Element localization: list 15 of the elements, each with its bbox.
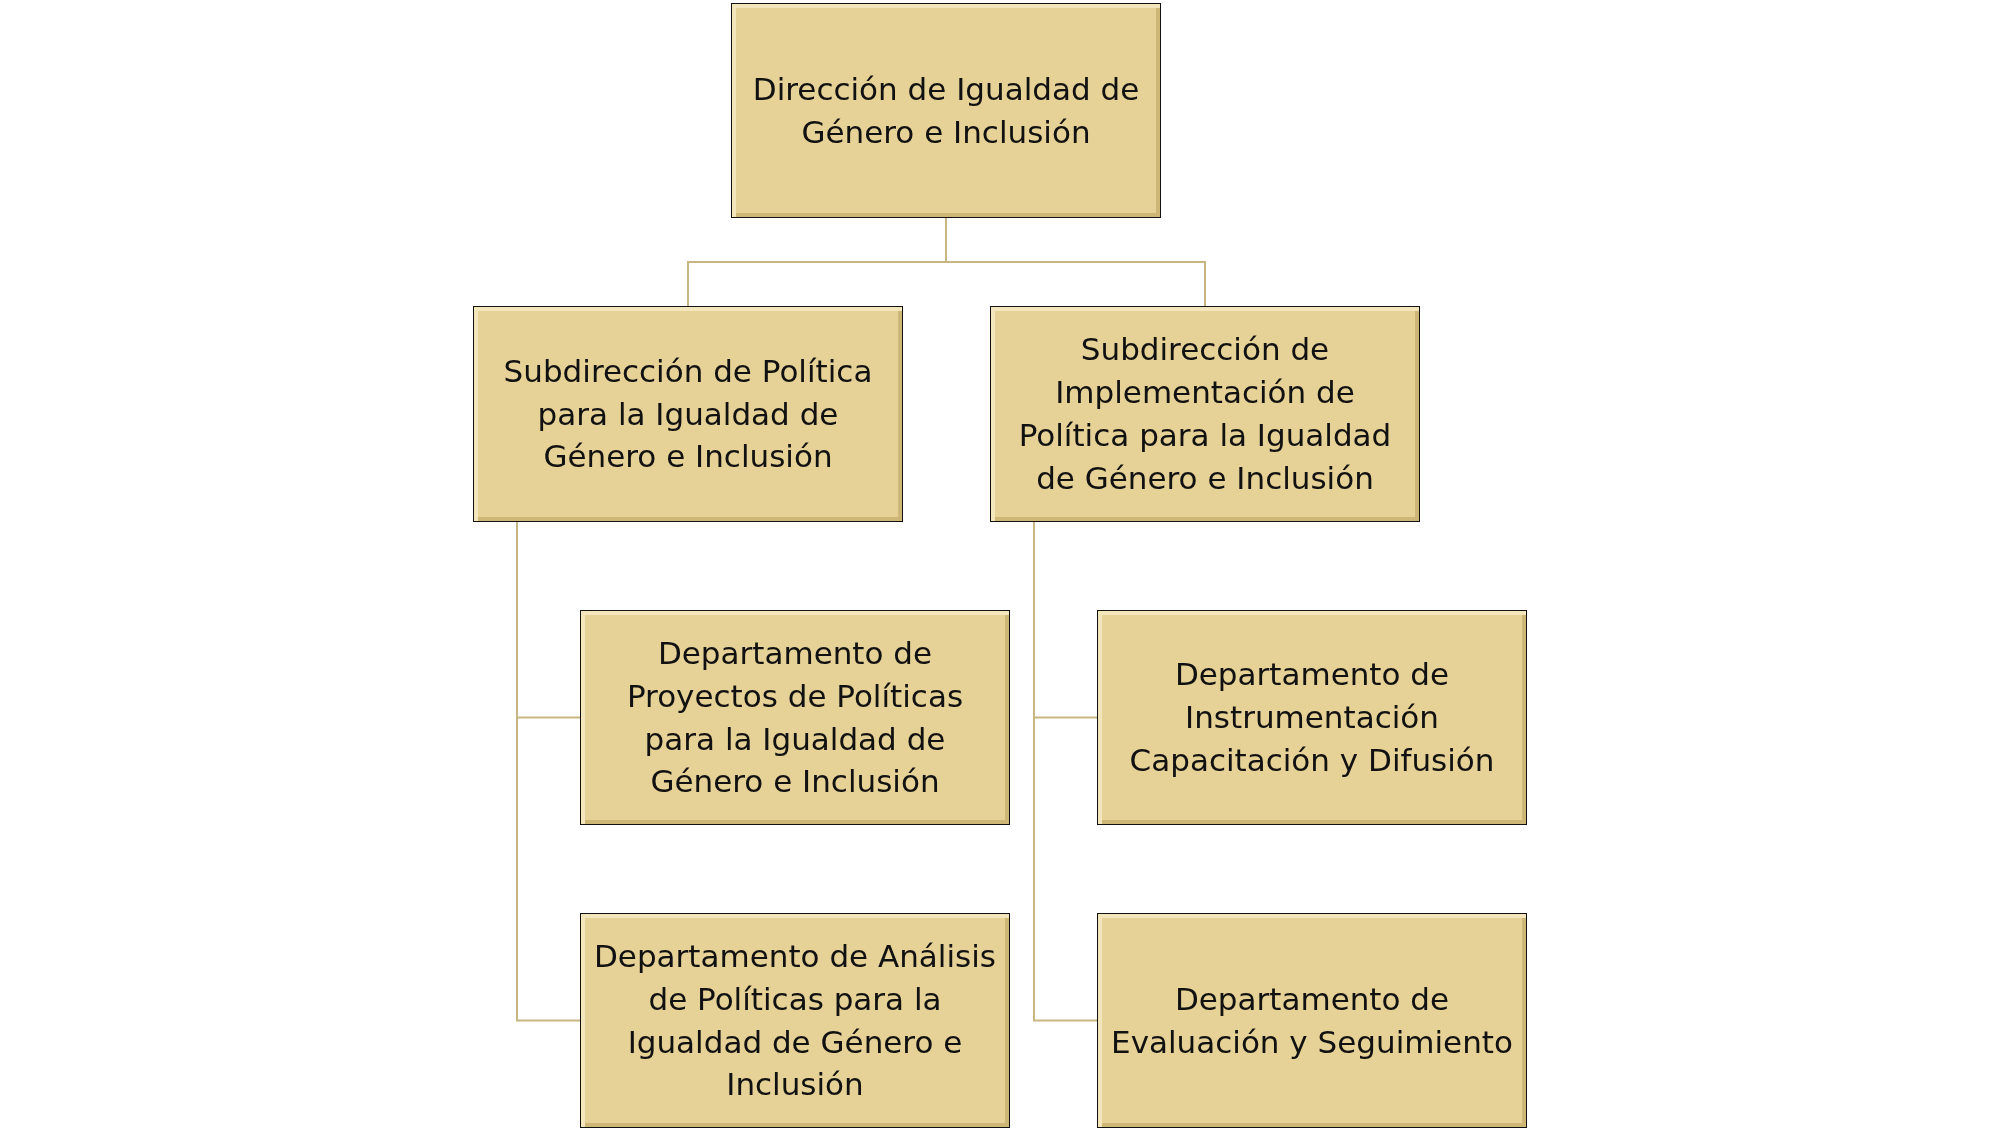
connector-line bbox=[945, 217, 1206, 307]
org-box bbox=[1097, 610, 1527, 825]
org-box bbox=[580, 913, 1010, 1128]
box-label: Departamento de Análisis de Políticas para la Igualdad de Género e Inclusión bbox=[593, 936, 997, 1105]
box-label: Dirección de Igualdad de Género e Inclusión bbox=[751, 69, 1141, 152]
box-label: Departamento de Evaluación y Seguimiento bbox=[1110, 979, 1514, 1062]
org-box bbox=[580, 610, 1010, 825]
box-label: Subdirección de Política para la Igualdad de Género e Inclusión bbox=[502, 351, 874, 477]
box-label: Departamento de Proyectos de Políticas para la Igualdad de Género e Inclusión bbox=[625, 633, 965, 802]
box-label: Departamento de Instrumentación Capacitación y Difusión bbox=[1128, 655, 1496, 780]
box-label: Subdirección de Implementación de Política para la Igualdad de Género e Inclusión bbox=[1017, 330, 1393, 498]
org-box bbox=[990, 306, 1420, 522]
org-box bbox=[473, 306, 903, 522]
org-box bbox=[731, 3, 1161, 218]
org-box bbox=[1097, 913, 1527, 1128]
